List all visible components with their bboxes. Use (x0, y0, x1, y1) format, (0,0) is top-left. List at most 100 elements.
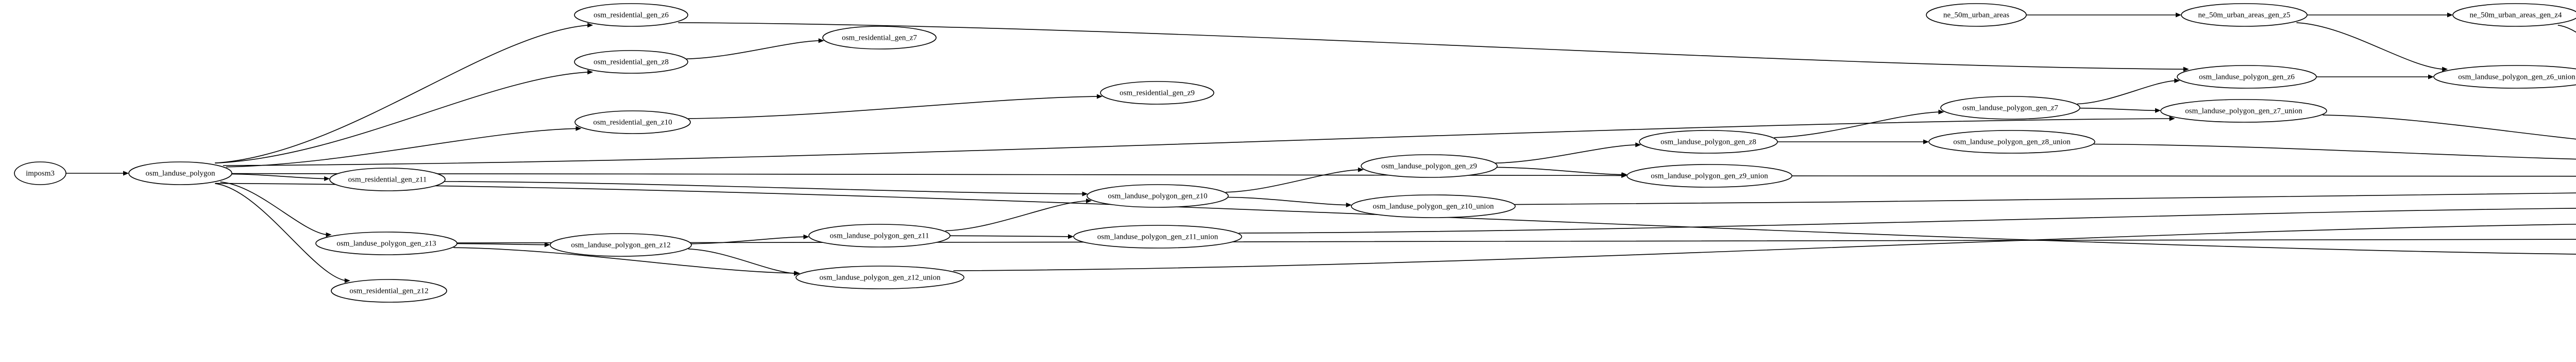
graph-node-osm_landuse_polygon_gen_z10[interactable]: osm_landuse_polygon_gen_z10 (1087, 184, 1229, 208)
edge-osm_landuse_polygon_gen_z7--to--osm_landuse_polygon_gen_z6 (2077, 80, 2176, 105)
graph-node-osm_landuse_polygon[interactable]: osm_landuse_polygon (128, 161, 232, 185)
edge-osm_landuse_polygon_gen_z13--to--layer_landuse_z13 (456, 239, 2576, 243)
node-ellipse (14, 161, 66, 185)
edge-arrowhead (575, 126, 582, 131)
node-ellipse (1361, 154, 1498, 178)
graph-node-osm_landuse_polygon_gen_z9_union[interactable]: osm_landuse_polygon_gen_z9_union (1626, 164, 1792, 188)
node-ellipse (1351, 194, 1516, 218)
node-label: osm_landuse_polygon_gen_z12 (571, 241, 670, 249)
node-ellipse (795, 266, 964, 289)
nodes-layer: imposm3 osm_landuse_polygon osm_residentia… (14, 3, 2576, 303)
edge-osm_landuse_polygon--to--osm_residential_gen_z12 (214, 183, 346, 281)
edge-osm_landuse_polygon_gen_z8--to--osm_landuse_polygon_gen_z7 (1774, 111, 1940, 138)
node-label: osm_landuse_polygon_gen_z6 (2199, 73, 2295, 81)
edge-arrowhead (803, 234, 809, 239)
graph-node-osm_landuse_polygon_gen_z9[interactable]: osm_landuse_polygon_gen_z9 (1361, 154, 1498, 178)
graph-node-osm_landuse_polygon_gen_z13[interactable]: osm_landuse_polygon_gen_z13 (315, 232, 457, 255)
node-ellipse (2452, 3, 2576, 27)
edge-osm_landuse_polygon_gen_z7--to--osm_landuse_polygon_gen_z7_union (2079, 107, 2157, 111)
node-ellipse (574, 3, 688, 27)
node-label: osm_landuse_polygon_gen_z9_union (1651, 172, 1768, 180)
node-label: osm_landuse_polygon_gen_z7_union (2185, 107, 2302, 115)
graph-node-osm_residential_gen_z12[interactable]: osm_residential_gen_z12 (331, 279, 447, 303)
edge-osm_landuse_polygon--to--osm_landuse_polygon_gen_z13 (220, 182, 327, 235)
edge-arrowhead (324, 176, 330, 182)
edge-osm_residential_gen_z11--to--osm_landuse_polygon_gen_z10 (444, 181, 1083, 194)
graph-node-osm_landuse_polygon_gen_z7_union[interactable]: osm_landuse_polygon_gen_z7_union (2160, 99, 2327, 123)
node-label: osm_residential_gen_z11 (348, 175, 427, 184)
node-label: ne_50m_urban_areas_gen_z5 (2198, 11, 2290, 19)
node-label: osm_landuse_polygon_gen_z11_union (1097, 233, 1218, 241)
edge-arrowhead (2155, 108, 2161, 113)
node-ellipse (1087, 184, 1229, 208)
graph-node-osm_landuse_polygon_gen_z7[interactable]: osm_landuse_polygon_gen_z7 (1940, 96, 2080, 120)
edge-osm_landuse_polygon--to--osm_residential_gen_z6 (215, 25, 589, 163)
edge-osm_landuse_polygon_gen_z9--to--osm_landuse_polygon_gen_z9_union (1497, 167, 1623, 175)
node-label: ne_50m_urban_areas_gen_z4 (2469, 11, 2562, 19)
graph-node-osm_landuse_polygon_gen_z6_union[interactable]: osm_landuse_polygon_gen_z6_union (2433, 65, 2576, 89)
graph-node-ne_50m_urban_areas_gen_z4[interactable]: ne_50m_urban_areas_gen_z4 (2452, 3, 2576, 27)
graph-node-osm_residential_gen_z6[interactable]: osm_residential_gen_z6 (574, 3, 688, 27)
graph-node-imposm3[interactable]: imposm3 (14, 161, 66, 185)
edge-osm_landuse_polygon_gen_z11--to--osm_landuse_polygon_gen_z10 (945, 200, 1088, 232)
node-ellipse (329, 168, 446, 191)
edge-arrowhead (1923, 139, 1929, 144)
edges-layer (66, 12, 2576, 283)
edge-osm_landuse_polygon_gen_z10_union--to--layer_landuse_z10 (1514, 192, 2576, 205)
graph-node-osm_residential_gen_z7[interactable]: osm_residential_gen_z7 (822, 26, 937, 50)
edge-arrowhead (1068, 234, 1074, 239)
node-label: osm_residential_gen_z8 (594, 58, 669, 66)
edge-arrowhead (587, 23, 594, 28)
edge-osm_landuse_polygon_gen_z10--to--osm_landuse_polygon_gen_z9 (1225, 169, 1359, 193)
graph-node-ne_50m_urban_areas[interactable]: ne_50m_urban_areas (1926, 3, 2027, 27)
edge-arrowhead (2176, 12, 2181, 18)
graph-node-osm_landuse_polygon_gen_z8_union[interactable]: osm_landuse_polygon_gen_z8_union (1928, 130, 2095, 154)
edge-arrowhead (545, 242, 551, 248)
graph-node-osm_landuse_polygon_gen_z12[interactable]: osm_landuse_polygon_gen_z12 (550, 233, 692, 257)
node-ellipse (822, 26, 937, 50)
node-label: osm_landuse_polygon_gen_z10_union (1373, 202, 1494, 210)
graph-node-osm_residential_gen_z10[interactable]: osm_residential_gen_z10 (574, 110, 691, 134)
node-label: osm_landuse_polygon_gen_z6_union (2458, 73, 2575, 81)
graph-node-osm_landuse_polygon_gen_z6[interactable]: osm_landuse_polygon_gen_z6 (2177, 65, 2317, 89)
edge-osm_landuse_polygon--to--layer_landuse_z14 (215, 183, 2576, 255)
node-label: osm_residential_gen_z10 (593, 118, 672, 126)
edge-osm_landuse_polygon--to--osm_residential_gen_z10 (226, 128, 577, 168)
graph-node-osm_landuse_polygon_gen_z10_union[interactable]: osm_landuse_polygon_gen_z10_union (1351, 194, 1516, 218)
edge-arrowhead (1938, 109, 1944, 114)
node-ellipse (315, 232, 457, 255)
edge-osm_landuse_polygon_gen_z12--to--osm_landuse_polygon_gen_z12_union (688, 249, 795, 274)
edge-osm_landuse_polygon_gen_z13--to--osm_landuse_polygon_gen_z12_union (453, 247, 795, 274)
graph-node-osm_landuse_polygon_gen_z12_union[interactable]: osm_landuse_polygon_gen_z12_union (795, 266, 964, 289)
node-ellipse (128, 161, 232, 185)
edge-arrowhead (587, 70, 594, 75)
graph-node-osm_residential_gen_z8[interactable]: osm_residential_gen_z8 (574, 50, 688, 74)
edge-arrowhead (818, 38, 824, 43)
edge-arrowhead (326, 232, 332, 237)
node-label: ne_50m_urban_areas (1943, 11, 2009, 19)
edge-osm_landuse_polygon_gen_z10--to--osm_landuse_polygon_gen_z10_union (1228, 196, 1347, 206)
edge-osm_landuse_polygon_gen_z11--to--osm_landuse_polygon_gen_z11_union (950, 235, 1070, 237)
edge-arrowhead (1082, 191, 1088, 196)
edge-osm_landuse_polygon_gen_z12--to--osm_landuse_polygon_gen_z11 (691, 236, 805, 244)
graph-node-osm_landuse_polygon_gen_z11_union[interactable]: osm_landuse_polygon_gen_z11_union (1073, 225, 1242, 249)
graph-node-osm_residential_gen_z9[interactable]: osm_residential_gen_z9 (1100, 81, 1214, 105)
edge-arrowhead (123, 171, 129, 176)
node-label: osm_landuse_polygon (146, 169, 215, 177)
node-label: osm_landuse_polygon_gen_z9 (1381, 162, 1477, 170)
edge-arrowhead (1096, 94, 1103, 99)
node-label: osm_landuse_polygon_gen_z8_union (1953, 138, 2071, 146)
edge-arrowhead (1358, 167, 1364, 172)
edge-arrowhead (344, 278, 350, 283)
graph-node-osm_landuse_polygon_gen_z11[interactable]: osm_landuse_polygon_gen_z11 (808, 224, 951, 248)
graph-node-ne_50m_urban_areas_gen_z5[interactable]: ne_50m_urban_areas_gen_z5 (2181, 3, 2308, 27)
edge-osm_landuse_polygon--to--osm_residential_gen_z8 (215, 72, 589, 163)
graph-node-osm_residential_gen_z11[interactable]: osm_residential_gen_z11 (329, 168, 446, 191)
edge-arrowhead (1346, 202, 1352, 208)
edge-osm_landuse_polygon_gen_z12_union--to--layer_landuse_z12 (953, 224, 2576, 271)
edge-osm_landuse_polygon_gen_z8_union--to--layer_landuse_z8 (2093, 143, 2576, 160)
edge-arrowhead (794, 271, 800, 276)
edge-arrowhead (2169, 116, 2175, 121)
graph-node-osm_landuse_polygon_gen_z8[interactable]: osm_landuse_polygon_gen_z8 (1639, 130, 1778, 154)
